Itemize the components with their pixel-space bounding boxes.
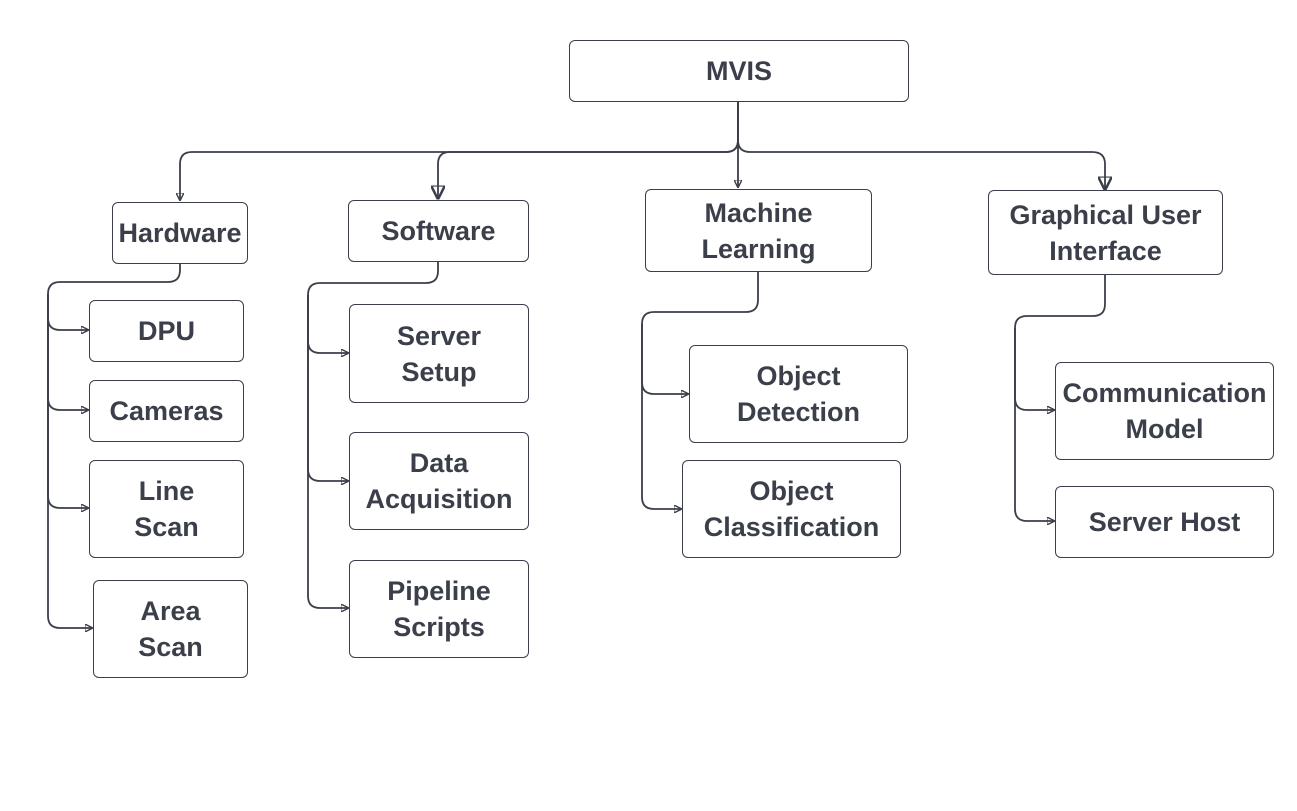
connector-hardware-area-scan xyxy=(47,294,92,628)
node-label-line: Data xyxy=(409,448,469,478)
connector-root-software xyxy=(438,102,739,198)
node-software: Software xyxy=(348,200,529,262)
connector-software-data-acquisition xyxy=(307,295,348,481)
connector-software-pipeline-scripts xyxy=(307,295,348,608)
node-root: MVIS xyxy=(569,40,909,102)
node-label-line: Communication xyxy=(1062,378,1267,408)
node-label-line: MVIS xyxy=(705,56,772,86)
connector-ml-object-detection xyxy=(641,272,759,394)
node-label-line: Object xyxy=(749,476,834,506)
node-label-line: Hardware xyxy=(118,218,242,248)
node-label-line: Learning xyxy=(701,233,816,264)
node-label-line: Acquisition xyxy=(365,484,513,514)
node-cameras: Cameras xyxy=(89,380,244,442)
connector-hardware-dpu xyxy=(47,264,181,330)
connector-root-hardware xyxy=(180,102,739,200)
node-label-line: DPU xyxy=(137,316,195,346)
connector-ml-object-classification xyxy=(641,324,681,509)
node-label-line: Line xyxy=(138,476,195,506)
node-label-line: Graphical User xyxy=(1009,199,1202,230)
connector-software-server-setup xyxy=(307,262,439,353)
node-label-line: Cameras xyxy=(109,396,224,426)
node-label-line: Server Host xyxy=(1088,507,1241,537)
node-label-line: Model xyxy=(1125,414,1204,444)
connector-root-gui xyxy=(737,102,1105,189)
node-label-line: Setup xyxy=(401,356,477,387)
node-label-line: Interface xyxy=(1049,235,1162,266)
node-label-line: Machine xyxy=(704,197,813,228)
node-label-line: Pipeline xyxy=(387,576,491,606)
node-label-line: Object xyxy=(756,361,841,391)
node-label-line: Software xyxy=(381,216,496,246)
node-hardware: Hardware xyxy=(112,202,248,264)
connector-gui-communication-model xyxy=(1014,275,1106,410)
node-label-line: Area xyxy=(140,596,201,626)
node-label-line: Scripts xyxy=(393,612,485,642)
node-dpu: DPU xyxy=(89,300,244,362)
node-server-host: Server Host xyxy=(1055,486,1274,558)
node-label-line: Scan xyxy=(134,512,199,542)
node-label-line: Server xyxy=(396,320,482,351)
node-label-line: Detection xyxy=(736,397,861,427)
connector-hardware-cameras xyxy=(47,294,88,410)
connector-gui-server-host xyxy=(1014,328,1054,521)
node-label-line: Classification xyxy=(703,512,880,542)
node-label-line: Scan xyxy=(138,632,203,662)
connector-hardware-line-scan xyxy=(47,294,88,508)
